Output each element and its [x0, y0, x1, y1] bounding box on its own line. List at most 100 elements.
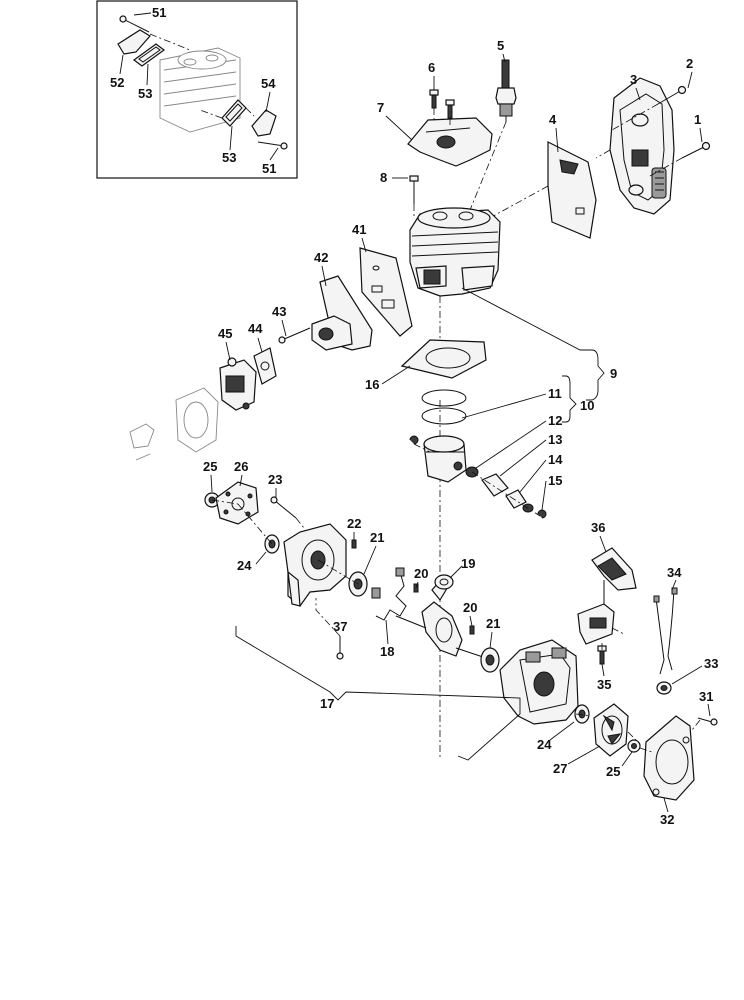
- crankcase-bolt-37: [336, 636, 344, 660]
- crankcase-left-group: 25 26 23 24 22 21 37: [203, 459, 384, 660]
- screw-31: [697, 717, 718, 726]
- muffler-gasket: [547, 141, 597, 239]
- starter-group: 24 27 25 32 31 36 35 34 33: [537, 520, 718, 827]
- label-45: 45: [218, 326, 232, 341]
- label-6: 6: [428, 60, 435, 75]
- label-4: 4: [549, 112, 557, 127]
- label-8: 8: [380, 170, 387, 185]
- label-21-right: 21: [486, 616, 500, 631]
- label-25-right: 25: [606, 764, 620, 779]
- label-25-left: 25: [203, 459, 217, 474]
- label-9: 9: [610, 366, 617, 381]
- bearing-24-right: [574, 704, 590, 724]
- carb-gasket-44: [253, 347, 277, 385]
- carburetor-group: 42 43 44 45: [129, 250, 373, 461]
- label-7: 7: [377, 100, 384, 115]
- label-54: 54: [261, 76, 276, 91]
- intake-adapter-42: [311, 275, 373, 351]
- label-53-top: 53: [138, 86, 152, 101]
- label-20-lower: 20: [463, 600, 477, 615]
- label-35: 35: [597, 677, 611, 692]
- label-24-right: 24: [537, 737, 552, 752]
- inset-bracket-54: [251, 109, 277, 137]
- label-5: 5: [497, 38, 504, 53]
- piston-pin-13: [481, 473, 509, 497]
- label-18: 18: [380, 644, 394, 659]
- label-53-bottom: 53: [222, 150, 236, 165]
- air-filter-ghost: [129, 387, 219, 461]
- muffler: [609, 77, 675, 215]
- label-11: 11: [548, 386, 562, 401]
- label-37: 37: [333, 619, 347, 634]
- grommet-33: [656, 681, 672, 695]
- cylinder-cover: [407, 117, 493, 167]
- label-20-upper: 20: [414, 566, 428, 581]
- needle-bearing-14: [505, 489, 534, 513]
- intake-gasket-41: [359, 247, 413, 337]
- connecting-rod-19: [434, 574, 454, 590]
- bracket-17: [235, 626, 521, 761]
- stop-switch-36: [577, 547, 637, 645]
- label-15: 15: [548, 473, 562, 488]
- starter-cover-32: [643, 715, 695, 801]
- crankcase-right-group: 17: [235, 626, 579, 761]
- pulley-27: [593, 703, 629, 757]
- label-32: 32: [660, 812, 674, 827]
- piston-ring-upper: [421, 389, 467, 407]
- circlip-left: [409, 435, 419, 445]
- label-1: 1: [694, 112, 701, 127]
- label-10: 10: [580, 398, 594, 413]
- label-51-top: 51: [152, 5, 166, 20]
- flywheel-plate-26: [215, 481, 259, 525]
- piston-group: 10 11 12 13 14 15: [409, 375, 594, 519]
- spark-plug-group: 5 6 7 8: [377, 38, 517, 216]
- label-36: 36: [591, 520, 605, 535]
- label-33: 33: [704, 656, 718, 671]
- circlip-15: [537, 509, 547, 519]
- label-34: 34: [667, 565, 682, 580]
- label-44: 44: [248, 321, 263, 336]
- label-13: 13: [548, 432, 562, 447]
- spark-plug: [495, 59, 517, 122]
- label-14: 14: [548, 452, 563, 467]
- inset-screw-bottom: [257, 141, 288, 150]
- label-31: 31: [699, 689, 713, 704]
- key-20-lower: [469, 625, 475, 635]
- crankcase-half-left: [283, 523, 347, 607]
- base-gasket-16: [400, 339, 487, 379]
- bearing-24-left: [264, 534, 280, 554]
- seal-25-right: [627, 739, 641, 753]
- crankcase-half-right: [499, 639, 579, 725]
- muffler-bolt-1: [681, 145, 707, 159]
- label-16: 16: [365, 377, 379, 392]
- label-41: 41: [352, 222, 366, 237]
- bearing-21-right: [480, 647, 500, 673]
- bearing-21-left: [348, 571, 368, 597]
- ignition-wire-18: [371, 567, 407, 621]
- label-23: 23: [268, 472, 282, 487]
- muffler-bolt-2: [657, 89, 683, 105]
- label-27: 27: [553, 761, 567, 776]
- cylinder-group: 9 41 16: [352, 207, 617, 760]
- muffler-group: 2 3 1 4: [485, 56, 711, 239]
- label-42: 42: [314, 250, 328, 265]
- bracket-9: [461, 287, 605, 401]
- carburetor-45: [219, 357, 257, 411]
- inset-bracket-52: [117, 29, 151, 55]
- inset-screw-top: [119, 15, 150, 33]
- piston-ring-lower: [421, 407, 467, 425]
- crankcase-bolt-23: [270, 496, 297, 519]
- inset-detail: 51 52 53 54 53 51: [96, 0, 298, 179]
- wire-harness-34: [653, 587, 678, 675]
- cylinder: [409, 207, 501, 297]
- label-26: 26: [234, 459, 248, 474]
- label-22: 22: [347, 516, 361, 531]
- label-3: 3: [630, 72, 637, 87]
- intake-bolt-43: [278, 327, 311, 344]
- label-2: 2: [686, 56, 693, 71]
- label-21-left: 21: [370, 530, 384, 545]
- label-24-left: 24: [237, 558, 252, 573]
- bracket-10: [562, 375, 577, 423]
- label-43: 43: [272, 304, 286, 319]
